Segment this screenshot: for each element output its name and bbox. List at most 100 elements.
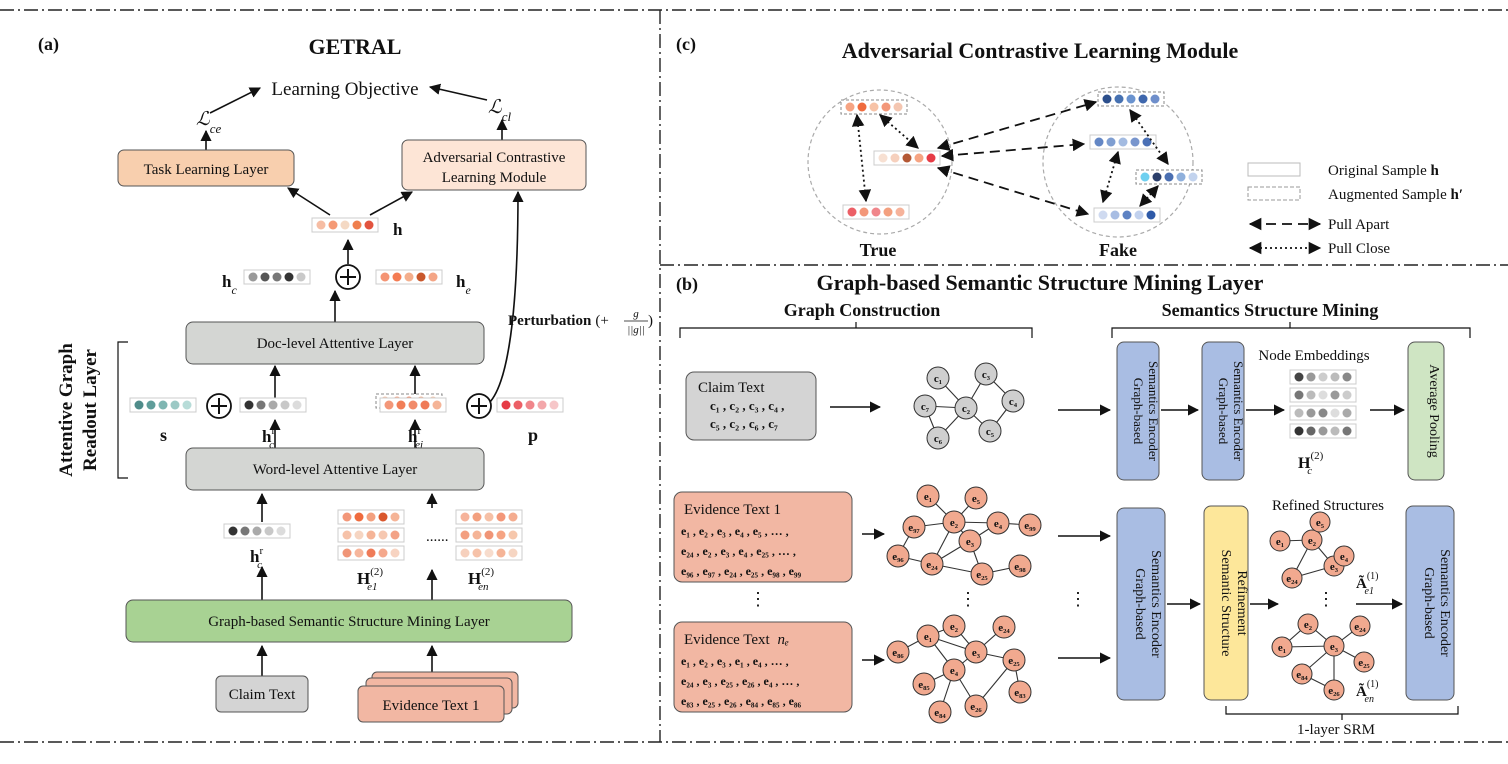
vector-cell [1150,94,1160,104]
plus-op-top-glyph [340,269,356,285]
graph-node [1297,613,1319,635]
vector-hcr-upper [239,397,307,413]
acl-label-line1: Adversarial Contrastive [423,150,566,166]
graph-node-label: e₈₅ [918,679,930,691]
vector-heir [375,393,447,413]
pull-close-true-2 [851,113,872,203]
pull-close-fake-2 [1100,150,1121,204]
vector-cell [859,207,869,217]
srm-label: 1-layer SRM [1297,722,1375,738]
vector-h [311,217,379,233]
vector-cell [354,548,364,558]
graph-node-label: c₁ [934,373,942,385]
vector-cell [1330,426,1340,436]
vector-cell [525,400,535,410]
vector-cell [871,207,881,217]
claim-encoder-2 [1201,341,1245,481]
vector-cell [508,530,518,540]
graph-node [916,484,940,508]
vector-cell [1114,94,1124,104]
perturbation-label: Perturbation(+ [508,313,609,329]
graph-node [992,615,1016,639]
average-pooling-box [1407,341,1445,481]
pull-apart-3 [936,165,1090,217]
graph-node-label: e₂₄ [1354,621,1366,633]
Aen-label: Ã(1)en [1356,679,1379,705]
claim-encoder-1-line1: Graph-based [1131,378,1146,445]
vector-cell [1306,372,1316,382]
vector-cell [342,512,352,522]
vector-cell [342,548,352,558]
evidence-stack-front [357,685,505,723]
vector-cell [404,272,414,282]
arrow-perturbation [486,190,524,406]
vector-cell [328,220,338,230]
vector-cell [508,548,518,558]
vector-cell [252,526,262,536]
graph-node-label: e₂₅ [1358,657,1370,669]
vector-cell [390,512,400,522]
he-label: he [456,272,471,297]
vector-cell [1130,137,1140,147]
vector-cell [1188,172,1198,182]
graph-node-label: e₂₄ [926,559,938,571]
panel-a: (a) GETRAL Learning Objective ℒce ℒcl Ta… [38,34,653,723]
graph-node-label: c₄ [1009,396,1018,408]
vector-cell [496,530,506,540]
graph-node [886,640,910,664]
vector-cell [276,526,286,536]
graph-node-label: e₁ [924,631,932,643]
graph-node [912,672,936,696]
vector-cell [549,400,559,410]
graph-node [1008,554,1032,578]
vector-cell [1306,390,1316,400]
vector-cell [881,102,891,112]
vector-he [375,269,443,285]
vector-cell [248,272,258,282]
graph-node-label: e₉₆ [892,551,904,563]
pull-close-fake-1 [1129,108,1169,166]
matrix-He1 [337,509,405,561]
vector-cell [390,530,400,540]
graph-node-label: e₃ [966,536,975,548]
vector-cell [264,526,274,536]
vector-cell [378,530,388,540]
graph-node-label: e₈₃ [1014,687,1026,699]
graph-node [1291,663,1313,685]
graph-node-label: e₅ [1316,517,1325,529]
evidence-text-label: Evidence Text 1 [383,698,480,714]
pull-close-fake-3 [1139,185,1159,207]
vector-cell [460,548,470,558]
graph-node [978,419,1002,443]
ellipsis-dots: ...... [426,529,449,545]
graph-node-label: e₂ [950,621,959,633]
graph-node-label: e₂ [1308,535,1317,547]
evidence-encoder-line2: Semantics Encoder [1148,550,1163,658]
vector-cell [1294,390,1304,400]
graph-node [926,366,950,390]
vector-cell [460,512,470,522]
graph-node [1353,651,1375,673]
graph-node-label: e₅ [972,493,981,505]
graph-node-label: e₂ [950,517,959,529]
graph-node [902,515,926,539]
vector-cell [869,102,879,112]
graph-node [974,362,998,386]
graph-node [1271,636,1293,658]
vector-cell [902,153,912,163]
graph-node-label: c₇ [921,401,930,413]
evidence-encoder-2-line1: Graph-based [1421,567,1436,639]
task-learning-layer [117,149,295,187]
graph-node-label: c₃ [982,369,991,381]
graph-node [913,394,937,418]
graph-node [970,562,994,586]
vector-cell [1094,137,1104,147]
graph-node [1269,530,1291,552]
panel-b: (b) Graph-based Semantic Structure Minin… [673,270,1471,738]
node-embeddings-label: Node Embeddings [1258,348,1369,364]
vector-cell [496,512,506,522]
vector-cell [244,400,254,410]
